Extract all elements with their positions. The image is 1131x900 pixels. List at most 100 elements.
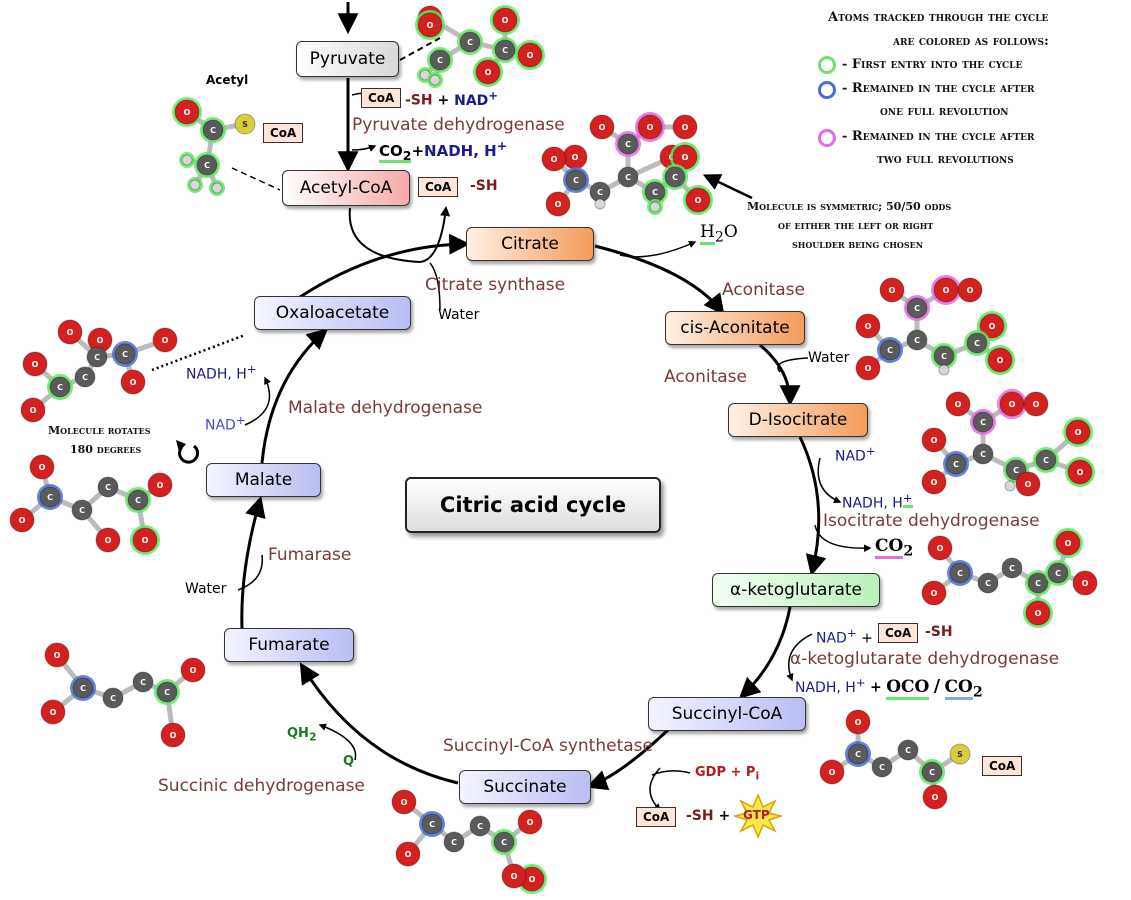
atom-symbol: O: [855, 718, 862, 727]
atom-o: [921, 469, 947, 495]
legend-pink2: two full revolutions: [877, 152, 1014, 167]
gtp-label: GTP: [743, 808, 770, 822]
q-label: Q: [343, 754, 355, 769]
atom-symbol: O: [1009, 400, 1016, 409]
atom-symbol: C: [122, 350, 128, 359]
atom-symbol: O: [931, 436, 938, 445]
atom-c: [906, 329, 928, 351]
atom-o: [395, 841, 421, 867]
atom-symbol: O: [67, 328, 74, 337]
atom-symbol: C: [82, 373, 88, 382]
atom-c: [972, 411, 994, 433]
atom-c: [906, 297, 928, 319]
atom-o: [589, 114, 615, 140]
atom-h: [594, 198, 606, 210]
atom-o: [29, 454, 55, 480]
atom-symbol: O: [1035, 609, 1042, 618]
metabolite-alpha-ketoglutarate: α-ketoglutarate: [712, 573, 880, 607]
atom-symbol: O: [1075, 428, 1082, 437]
atom-c: [132, 671, 154, 693]
atom-c: [86, 346, 108, 368]
atom-symbol: O: [1065, 539, 1072, 548]
atom-symbol: O: [130, 378, 137, 387]
atom-o: [475, 59, 501, 85]
atom-symbol: C: [451, 838, 457, 847]
water-aconitase: Water: [808, 350, 850, 366]
enzyme-aconitase-2: Aconitase: [664, 367, 747, 387]
atom-symbol: C: [105, 483, 111, 492]
atom-o: [957, 277, 983, 303]
atom-symbol: O: [889, 286, 896, 295]
atom-o: [945, 391, 971, 417]
atom-symbol: O: [170, 731, 177, 740]
pyruvate-molecule: OCOCOCOO: [415, 5, 545, 88]
metabolite-isocitrate: D-Isocitrate: [728, 403, 868, 437]
atom-o: [855, 313, 881, 339]
atom-symbol: O: [30, 406, 37, 415]
atom-symbol: C: [79, 506, 85, 515]
atom-o: [492, 7, 518, 33]
atom-symbol: O: [157, 481, 164, 490]
atom-symbol: C: [929, 768, 935, 777]
atom-o: [1015, 471, 1041, 497]
arrow-citrate-to-cisaconitate: [594, 244, 725, 316]
atom-c: [429, 49, 451, 71]
atom-symbol: C: [974, 339, 980, 348]
atom-symbol: O: [190, 666, 197, 675]
atom-symbol: O: [527, 51, 534, 60]
atom-c: [897, 739, 919, 761]
metabolite-acetyl-coa: Acetyl-CoA: [282, 170, 410, 206]
atom-symbol: O: [989, 322, 996, 331]
atom-c: [127, 489, 149, 511]
atom-c: [1001, 557, 1023, 579]
atom-o: [855, 355, 881, 381]
atom-symbol: O: [1025, 480, 1032, 489]
atom-symbol: O: [932, 793, 939, 802]
atom-o: [20, 397, 46, 423]
atom-symbol: O: [502, 16, 509, 25]
arrow-fumarate-to-malate: [240, 495, 266, 629]
atom-symbol: O: [1082, 579, 1089, 588]
atom-symbol: O: [54, 651, 61, 660]
metabolite-oxaloacetate: Oxaloacetate: [254, 296, 411, 330]
atom-o: [927, 535, 953, 561]
atom-c: [966, 332, 988, 354]
atom-symbol: C: [502, 46, 508, 55]
atom-o: [1025, 600, 1051, 626]
sh-akg-dh: -SH: [925, 624, 953, 640]
atom-o: [95, 527, 121, 553]
legend-line2: are colored as follows:: [893, 34, 1049, 49]
atom-symbol: O: [695, 196, 702, 205]
atom-symbol: O: [555, 200, 562, 209]
atom-h: [649, 201, 661, 213]
atom-c: [39, 486, 61, 508]
atom-o: [987, 347, 1013, 373]
nad-akg-dh: NAD+ +: [816, 626, 873, 647]
co2-isocitrate-dh: CO2: [875, 536, 914, 560]
cofactor-row-pdh: -SH + NAD+: [405, 88, 499, 109]
atom-symbol: C: [467, 38, 473, 47]
arrow-cisaconitate-to-isocitrate: [759, 343, 801, 407]
atom-o: [845, 709, 871, 735]
atom-symbol: O: [32, 360, 39, 369]
arrow-oxaloacetate-to-citrate: [299, 233, 471, 299]
atom-o: [1023, 391, 1049, 417]
note-symmetric-1: Molecule is symmetric; 50/50 odds: [747, 200, 952, 213]
enzyme-citrate-synthase: Citrate synthase: [425, 275, 566, 295]
legend-line1: Atoms tracked through the cycle: [828, 10, 1049, 25]
atom-symbol: C: [914, 336, 920, 345]
atom-symbol: O: [427, 21, 434, 30]
nadh-isocitrate-dh: NADH, H+: [842, 491, 913, 512]
atom-o: [545, 191, 571, 217]
atom-symbol: O: [943, 286, 950, 295]
note-rotates-1: Molecule rotates: [48, 424, 151, 437]
citrate-molecule: OOCOOCOCCCOOOCO: [541, 112, 713, 217]
metabolite-citrate: Citrate: [466, 227, 594, 261]
enzyme-isocitrate-dehydrogenase: Isocitrate dehydrogenase: [823, 511, 1040, 531]
atom-o: [541, 146, 567, 172]
